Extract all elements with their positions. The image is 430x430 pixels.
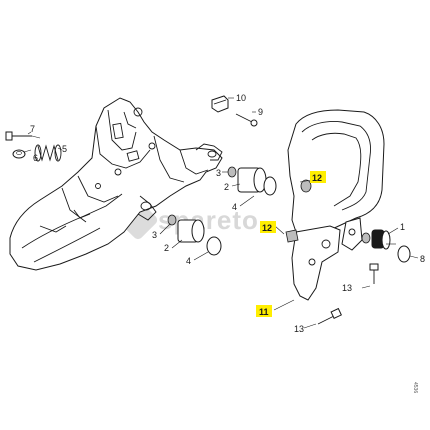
- right-bushing-assembly: [361, 229, 411, 263]
- chainsaw-housing: [9, 97, 223, 271]
- leader-lines: [23, 97, 419, 329]
- callout-labels: 7 6 5 10 9 12 3 2 4 12 3 2 4 1 8 11 13 1…: [30, 93, 425, 334]
- highlight-11: [256, 305, 272, 317]
- callout-3-upper: 3: [216, 168, 221, 178]
- screw-7: [5, 131, 41, 141]
- callout-3-lower: 3: [152, 230, 157, 240]
- callout-13-right: 13: [342, 283, 352, 293]
- callout-9: 9: [258, 107, 263, 117]
- washer-6: [12, 149, 26, 159]
- drawing-reference: 4536: [412, 382, 418, 393]
- clip-10: [211, 95, 229, 113]
- screw-13-right: [369, 263, 379, 284]
- plug-12-upper: [300, 179, 312, 193]
- lower-bushing-assembly: [167, 214, 222, 256]
- callout-10: 10: [236, 93, 246, 103]
- callout-13-bottom: 13: [294, 324, 304, 334]
- upper-bushing-assembly: [227, 166, 277, 196]
- callout-4-upper: 4: [232, 202, 237, 212]
- highlight-12-lower: [260, 221, 276, 233]
- callout-6: 6: [33, 153, 38, 163]
- callout-11: 11: [259, 307, 269, 317]
- spring-5: [34, 144, 62, 162]
- callout-5: 5: [62, 144, 67, 154]
- callout-2-upper: 2: [224, 182, 229, 192]
- screw-13-bottom: [317, 307, 342, 325]
- callout-2-lower: 2: [164, 243, 169, 253]
- callout-7: 7: [30, 124, 35, 134]
- handlebar-11: [287, 109, 385, 301]
- callout-1: 1: [400, 222, 405, 232]
- highlight-12-upper: [310, 171, 326, 183]
- callout-12-upper: 12: [312, 173, 322, 183]
- callout-4-lower: 4: [186, 256, 191, 266]
- callout-8: 8: [420, 254, 425, 264]
- pin-9: [235, 113, 258, 127]
- callout-12-lower: 12: [262, 223, 272, 233]
- plug-12-lower: [285, 229, 299, 243]
- callout-highlights: [256, 171, 326, 317]
